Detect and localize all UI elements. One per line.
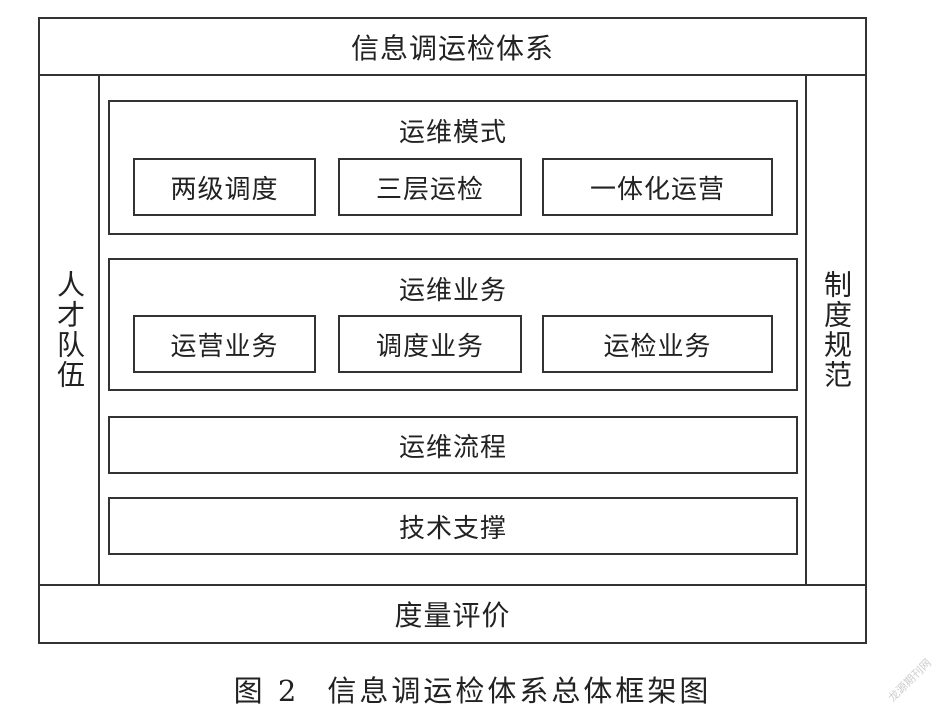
business-item-label: 调度业务 — [375, 331, 484, 362]
business-item-label: 运检业务 — [603, 331, 712, 362]
right-column: 制度规范 — [805, 74, 867, 586]
business-group-title: 运维业务 — [398, 276, 507, 306]
mode-group-title: 运维模式 — [398, 118, 507, 148]
business-item-label: 运营业务 — [170, 331, 279, 362]
figure-caption-text: 信息调运检体系总体框架图 — [327, 674, 712, 708]
tech-bar-label: 技术支撑 — [398, 513, 507, 544]
process-bar-label: 运维流程 — [398, 432, 507, 463]
left-column: 人才队伍 — [38, 74, 100, 586]
bottom-bar: 度量评价 — [38, 584, 867, 644]
left-column-label: 人才队伍 — [53, 270, 86, 390]
business-item: 运营业务 — [133, 315, 316, 373]
right-column-label: 制度规范 — [820, 270, 853, 390]
figure-number: 图 2 — [233, 674, 300, 708]
mode-item: 一体化运营 — [542, 158, 773, 216]
mode-item-label: 三层运检 — [375, 174, 484, 205]
mode-item-label: 一体化运营 — [589, 174, 725, 205]
bottom-bar-label: 度量评价 — [394, 599, 511, 632]
mode-item: 两级调度 — [133, 158, 316, 216]
mode-item: 三层运检 — [338, 158, 522, 216]
figure-caption: 图 2 信息调运检体系总体框架图 — [0, 668, 945, 710]
tech-bar: 技术支撑 — [108, 497, 798, 555]
business-item: 调度业务 — [338, 315, 522, 373]
mode-item-label: 两级调度 — [170, 174, 279, 205]
top-bar-label: 信息调运检体系 — [350, 31, 554, 65]
top-bar: 信息调运检体系 — [38, 17, 867, 76]
business-item: 运检业务 — [542, 315, 773, 373]
process-bar: 运维流程 — [108, 416, 798, 474]
